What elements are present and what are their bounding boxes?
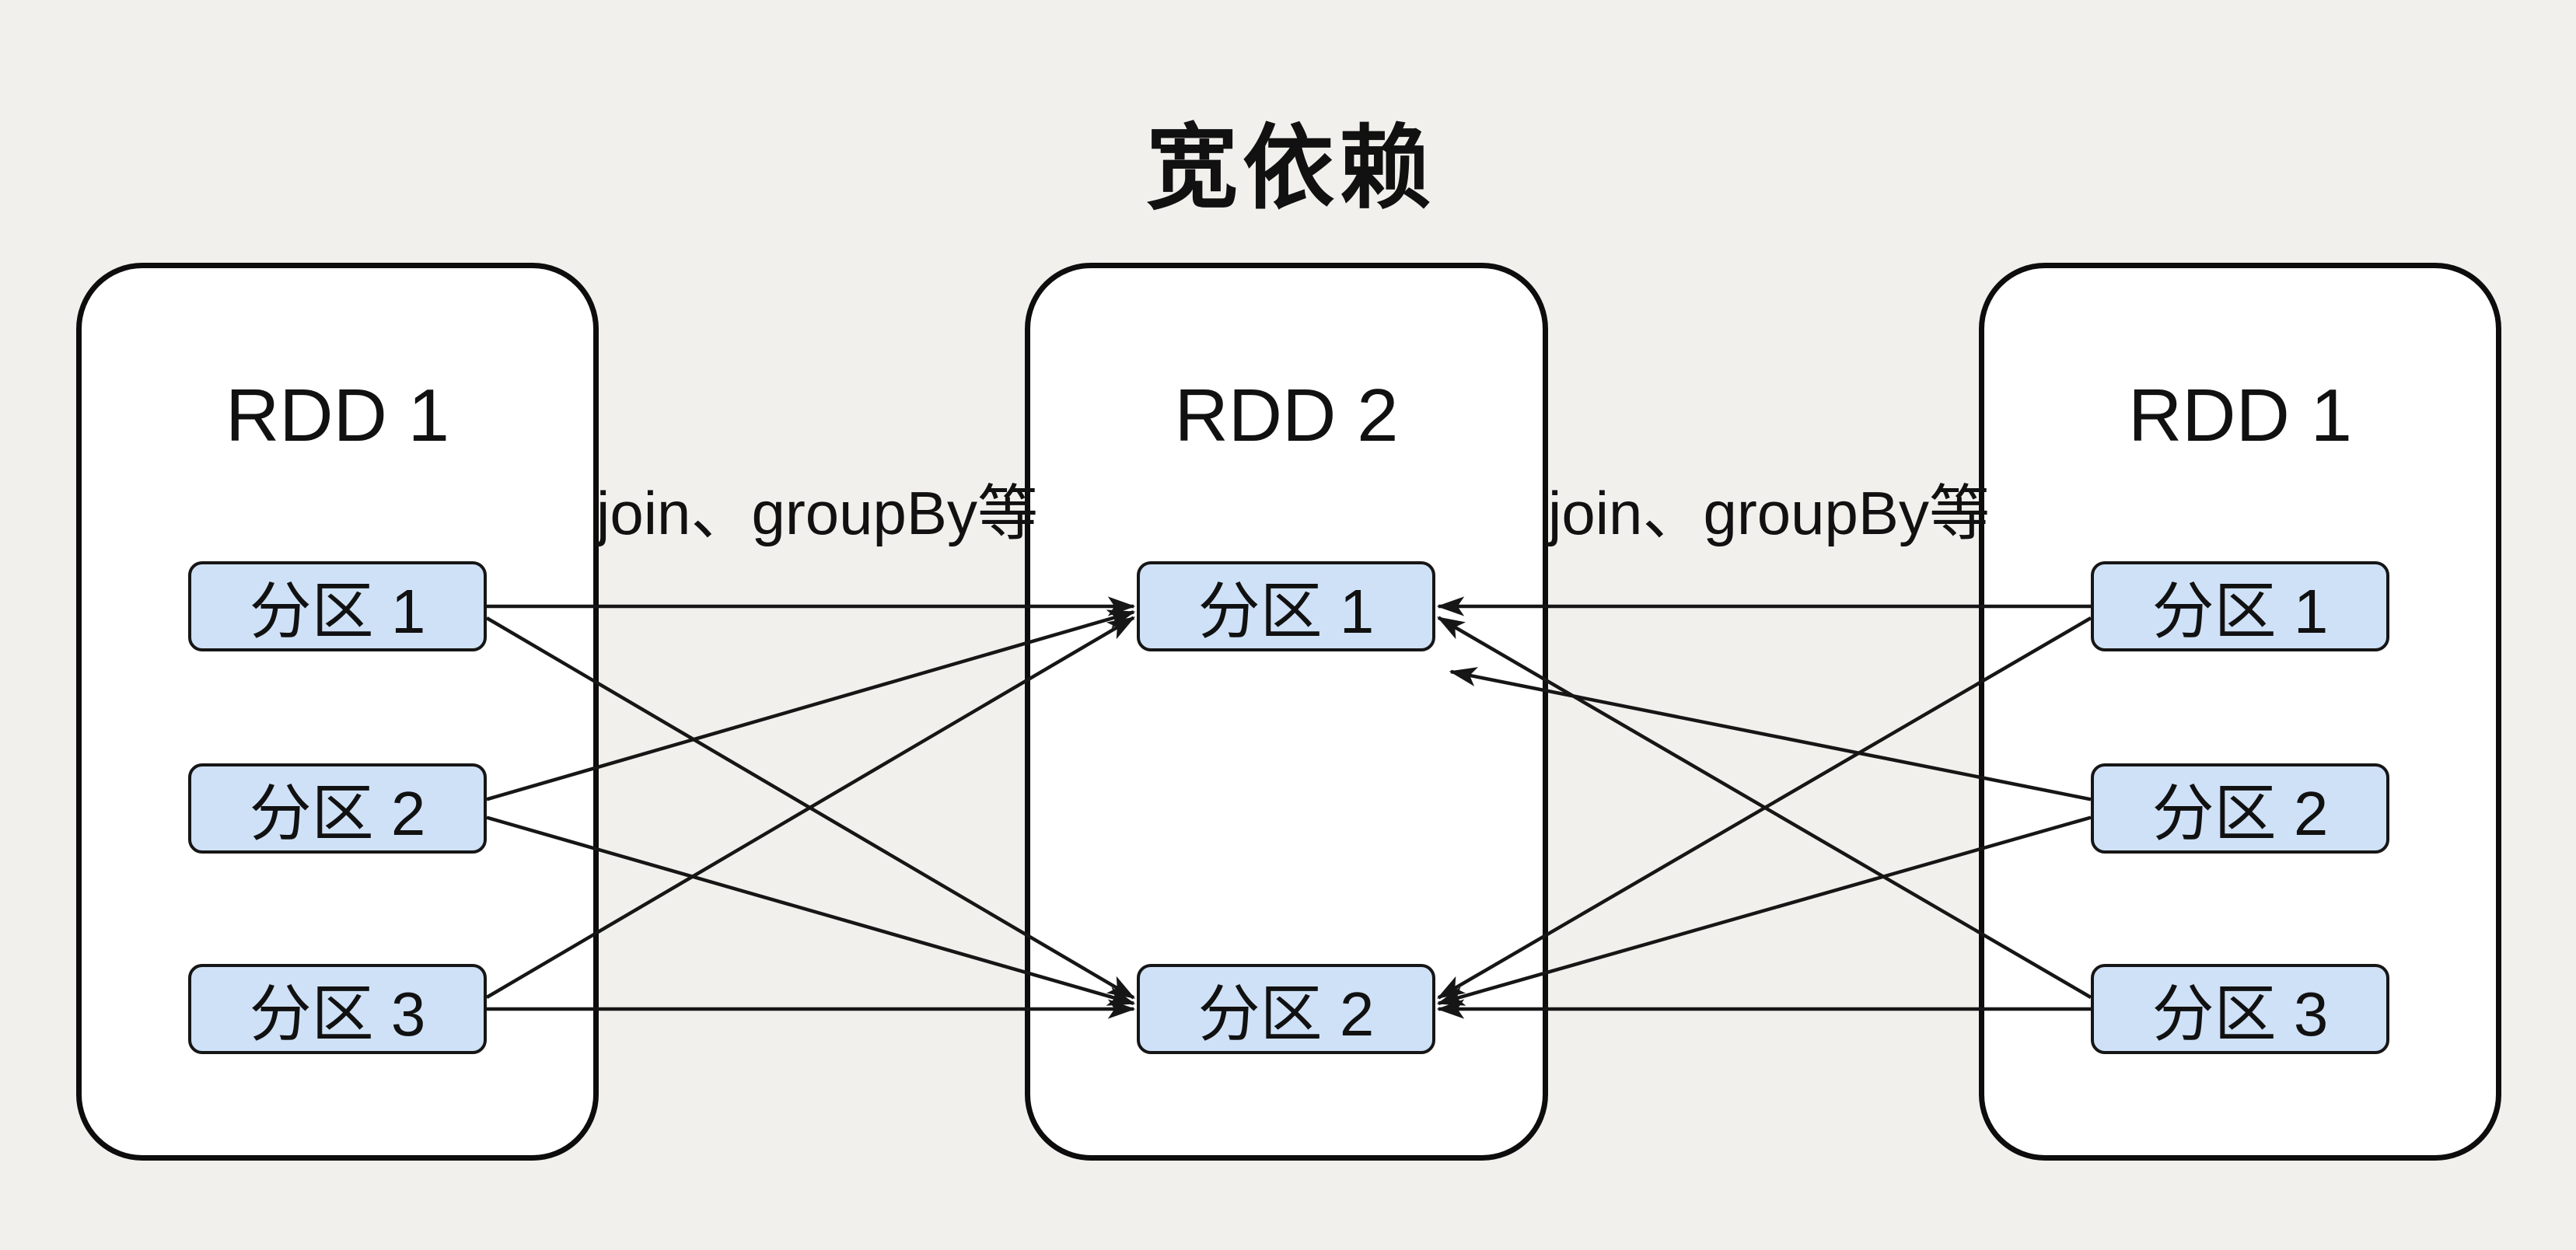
partition-right-2: 分区 2 xyxy=(2091,763,2389,854)
partition-left-3: 分区 3 xyxy=(188,964,487,1054)
rdd-title-left: RDD 1 xyxy=(225,374,450,457)
partition-right-1: 分区 1 xyxy=(2091,561,2389,651)
rdd-title-right: RDD 1 xyxy=(2127,374,2353,457)
partition-left-2: 分区 2 xyxy=(188,763,487,854)
partition-mid-2: 分区 2 xyxy=(1137,964,1435,1054)
operation-label-left: join、groupBy等 xyxy=(596,479,1038,547)
partition-right-3: 分区 3 xyxy=(2091,964,2389,1054)
operation-label-right: join、groupBy等 xyxy=(1548,479,1990,547)
partition-left-1: 分区 1 xyxy=(188,561,487,651)
rdd-title-middle: RDD 2 xyxy=(1174,374,1399,457)
diagram-title: 宽依赖 xyxy=(1145,117,1436,220)
partition-mid-1: 分区 1 xyxy=(1137,561,1435,651)
